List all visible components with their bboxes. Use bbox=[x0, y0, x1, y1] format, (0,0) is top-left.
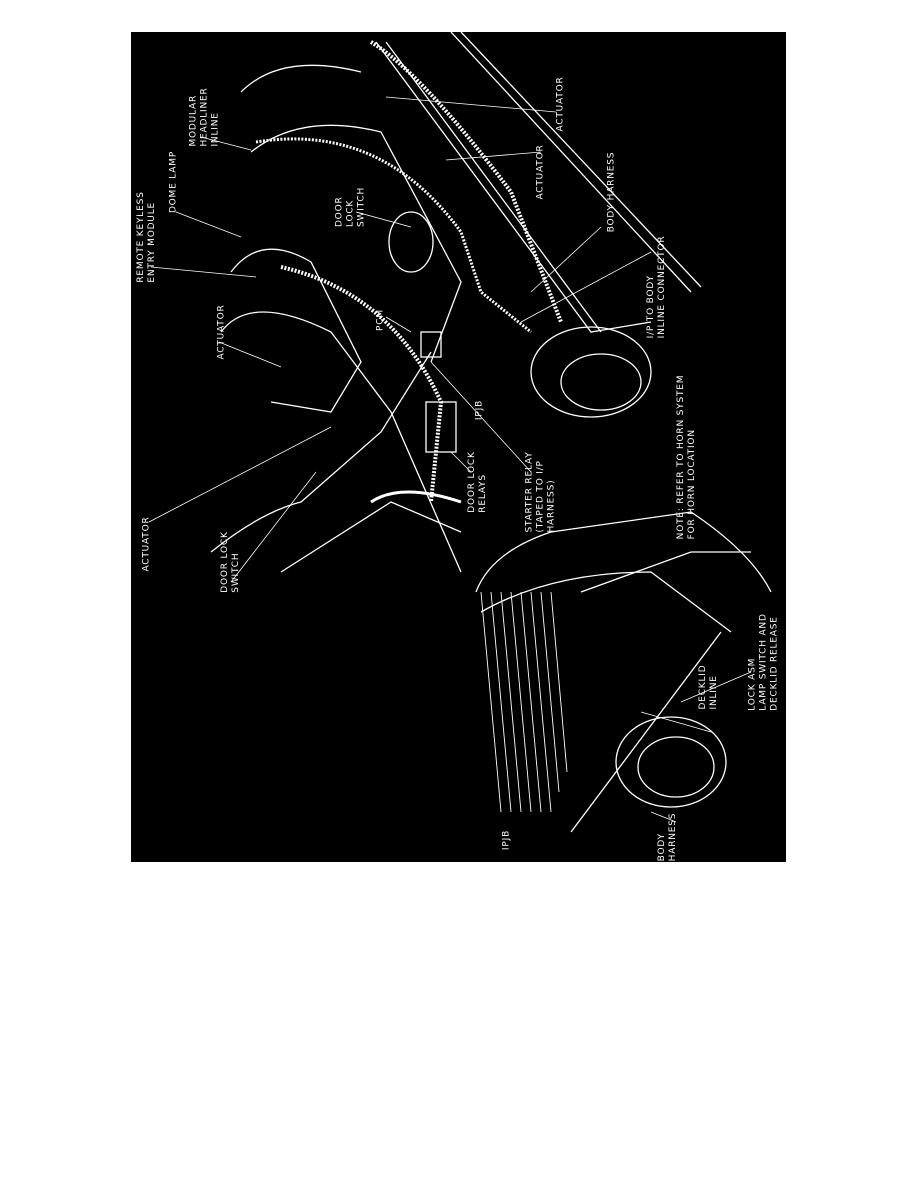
label-body-harness-top: BODY HARNESS bbox=[606, 151, 617, 233]
vehicle-line-art bbox=[148, 32, 772, 833]
label-dome-lamp: DOME LAMP bbox=[168, 150, 179, 214]
label-ipjb-top: IPJB bbox=[474, 399, 485, 421]
label-actuator-right: ACTUATOR bbox=[535, 144, 546, 200]
label-actuator-top: ACTUATOR bbox=[555, 76, 566, 132]
label-actuator-left: ACTUATOR bbox=[216, 304, 227, 360]
label-actuator-bottom: ACTUATOR bbox=[141, 516, 152, 572]
label-pcm: PCM bbox=[375, 309, 386, 331]
label-ipjb-bottom: IPJB bbox=[501, 829, 512, 851]
